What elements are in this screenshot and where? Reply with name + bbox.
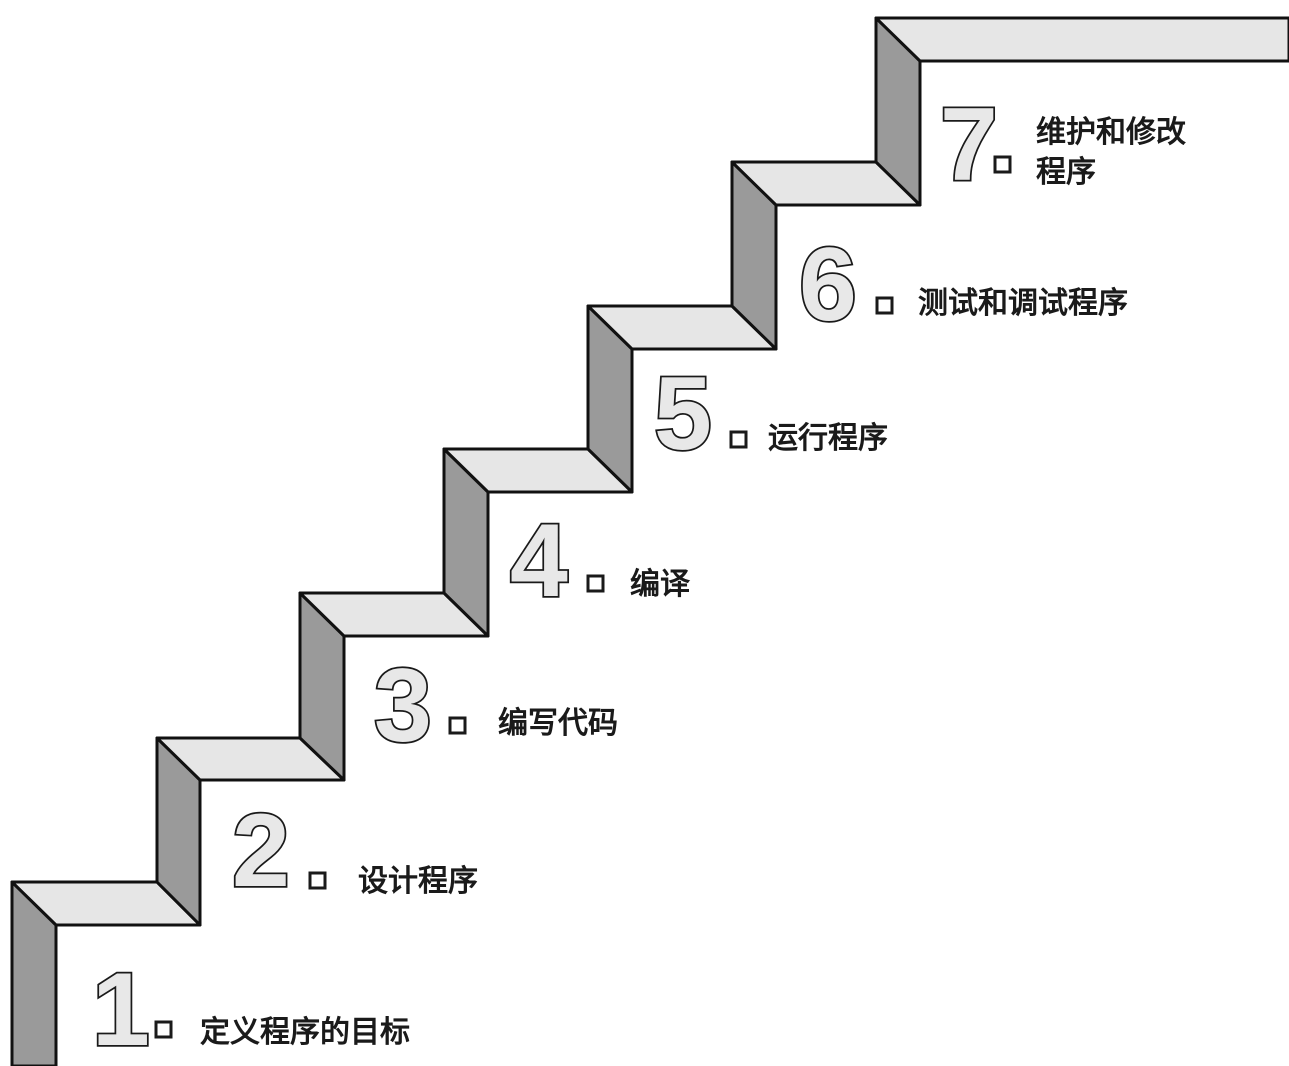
step-label-6: 测试和调试程序 [918,286,1128,321]
step-label-7-line-2: 程序 [1036,155,1096,190]
step-number-1: 1 [92,952,150,1066]
staircase [10,16,1289,1066]
step-label-5: 运行程序 [768,421,888,456]
step-number-2: 2 [232,793,290,909]
step-7: 7 维护和修改 程序 [938,85,1186,205]
step-2: 2 设计程序 [230,791,478,911]
bullet-square-icon [875,296,894,315]
bullet-square-icon [729,430,748,449]
step-label-2: 设计程序 [358,864,478,899]
step-number-7: 7 [940,87,998,203]
step-number-4: 4 [510,503,568,619]
step-number-6: 6 [799,227,857,343]
step-3: 3 编写代码 [372,646,618,766]
bullet-square-icon [993,155,1012,174]
stair-landing-top [874,16,1289,63]
step-6: 6 测试和调试程序 [797,225,1128,345]
step-1: 1 定义程序的目标 [90,950,410,1066]
bullet-square-icon [448,716,467,735]
step-label-1: 定义程序的目标 [200,1015,410,1050]
step-label-7-line-1: 维护和修改 [1036,115,1186,150]
bullet-square-icon [154,1020,173,1039]
step-5: 5 运行程序 [652,354,888,474]
step-label-4: 编译 [630,567,691,602]
step-4: 4 编译 [508,501,691,621]
step-number-3: 3 [374,648,432,764]
bullet-square-icon [308,871,327,890]
step-number-5: 5 [654,356,712,472]
bullet-square-icon [586,574,605,593]
step-label-3: 编写代码 [498,706,618,741]
